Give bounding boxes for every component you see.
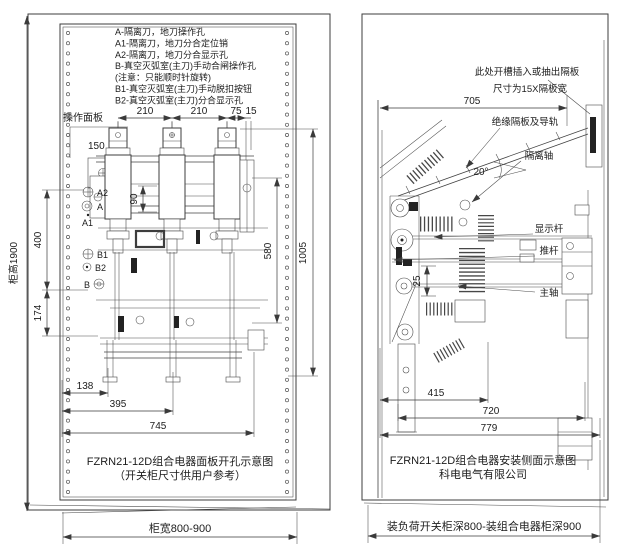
support-legs bbox=[102, 340, 241, 383]
hole-markers: A2 A A1 B1 B2 B bbox=[81, 186, 108, 290]
rod-labels: 显示杆 推杆 主轴 bbox=[393, 223, 564, 299]
note-push-rod: 推杆 bbox=[539, 245, 559, 257]
front-caption-line2: （开关柜尺寸供用户参考） bbox=[114, 468, 246, 482]
dim-210-b: 210 bbox=[191, 106, 208, 117]
cabinet-outline bbox=[27, 13, 331, 514]
note-display-rod: 显示杆 bbox=[535, 223, 564, 235]
legend-line-b2: B2-真空灭弧室(主刀)分合显示孔 bbox=[115, 94, 243, 105]
note-isolation-shaft: 隔离轴 bbox=[525, 150, 554, 162]
left-vertical-dims: 柜高1900 400 174 bbox=[7, 15, 98, 512]
legend-line-a: A-隔离刀，地刀操作孔 bbox=[115, 26, 205, 37]
side-notes-top: 此处开槽插入或抽出隔板 尺寸为15X隔板宽 bbox=[475, 66, 580, 95]
perforation-strip-left bbox=[66, 31, 70, 494]
dim-90: 90 bbox=[129, 193, 140, 205]
dim-705: 705 bbox=[464, 96, 481, 107]
note-slot-line1: 此处开槽插入或抽出隔板 bbox=[475, 66, 580, 78]
note-slot-line2: 尺寸为15X隔板宽 bbox=[493, 83, 567, 95]
legend-line-b: B-真空灭弧室(主刀)手动合闸操作孔 bbox=[115, 60, 256, 71]
note-insulation-board: 绝缘隔板及导轨 bbox=[492, 116, 559, 128]
pole-2 bbox=[158, 122, 186, 254]
side-bottom-dims: 415 720 779 bbox=[379, 342, 601, 438]
perforation-strip-right bbox=[285, 31, 289, 494]
mid-mechanism bbox=[454, 217, 537, 323]
dim-138: 138 bbox=[77, 381, 94, 392]
cabinet-depth-label: 装负荷开关柜深800-装组合电器柜深900 bbox=[387, 519, 581, 533]
partition-slot bbox=[547, 79, 603, 168]
dim-400: 400 bbox=[33, 231, 44, 248]
dim-745: 745 bbox=[150, 421, 167, 432]
front-caption-line1: FZRN21-12D组合电器面板开孔示意图 bbox=[87, 454, 273, 468]
legend-line-a1: A1-隔离刀，地刀分合定位销 bbox=[115, 37, 228, 48]
marker-a1: A1 bbox=[82, 218, 93, 228]
marker-a: A bbox=[97, 202, 103, 212]
cabinet-height-label: 柜高1900 bbox=[7, 241, 20, 284]
pole-3 bbox=[213, 122, 241, 254]
marker-a2: A2 bbox=[97, 188, 108, 198]
marker-b2: B2 bbox=[95, 263, 106, 273]
right-plate bbox=[239, 159, 255, 233]
insulation-board: 绝缘隔板及导轨 bbox=[397, 116, 589, 203]
dim-25-group: 25 bbox=[412, 265, 436, 297]
insulator-poles bbox=[104, 122, 241, 254]
front-view-caption: FZRN21-12D组合电器面板开孔示意图 （开关柜尺寸供用户参考） bbox=[87, 454, 273, 482]
dim-415: 415 bbox=[428, 388, 445, 399]
front-view-drawing: A-隔离刀，地刀操作孔 A1-隔离刀，地刀分合定位销 A2-隔离刀，地刀分合显示… bbox=[7, 13, 331, 544]
angle-mark: 20° bbox=[473, 161, 527, 179]
front-mechanism bbox=[96, 227, 268, 383]
isolation-shaft-note: 隔离轴 bbox=[459, 150, 554, 211]
cabinet-width-dim: 柜宽800-900 bbox=[62, 512, 298, 544]
right-vertical-dims: 580 1005 bbox=[240, 128, 318, 377]
dim-90-group: 90 bbox=[129, 185, 157, 213]
legend-line-note: (注意：只能顺时针旋转) bbox=[115, 72, 211, 83]
side-view-drawing: 此处开槽插入或抽出隔板 尺寸为15X隔板宽 705 绝缘隔板及导轨 bbox=[361, 13, 609, 543]
cabinet-width-label: 柜宽800-900 bbox=[149, 521, 211, 535]
side-view-caption: FZRN21-12D组合电器安装侧面示意图 科电电气有限公司 bbox=[390, 453, 576, 481]
pole-1 bbox=[104, 122, 132, 254]
dim-720: 720 bbox=[483, 406, 500, 417]
dim-angle-20: 20° bbox=[473, 167, 488, 178]
operation-panel-label: 操作面板 bbox=[63, 111, 103, 124]
bottom-dims: 138 395 745 bbox=[61, 352, 255, 437]
dim-150: 150 bbox=[88, 141, 105, 152]
dim-580: 580 bbox=[263, 242, 274, 259]
dim-174: 174 bbox=[33, 304, 44, 321]
side-caption-line2: 科电电气有限公司 bbox=[439, 467, 527, 481]
legend-line-a2: A2-隔离刀，地刀分合显示孔 bbox=[115, 49, 228, 60]
dim-210-a: 210 bbox=[137, 106, 154, 117]
right-column bbox=[557, 190, 593, 470]
note-main-shaft: 主轴 bbox=[539, 287, 558, 299]
top-brace bbox=[379, 119, 447, 179]
legend-block: A-隔离刀，地刀操作孔 A1-隔离刀，地刀分合定位销 A2-隔离刀，地刀分合显示… bbox=[115, 26, 256, 105]
dim-15: 15 bbox=[245, 106, 257, 117]
dim-395: 395 bbox=[110, 399, 127, 410]
dim-25: 25 bbox=[412, 275, 423, 287]
side-caption-line1: FZRN21-12D组合电器安装侧面示意图 bbox=[390, 453, 576, 467]
left-shaft-column bbox=[389, 195, 420, 433]
dim-779: 779 bbox=[481, 423, 498, 434]
marker-b: B bbox=[84, 280, 90, 290]
dim-1005: 1005 bbox=[298, 241, 309, 264]
dim-705-group: 705 bbox=[379, 95, 568, 126]
legend-line-b1: B1-真空灭弧室(主刀)手动脱扣按钮 bbox=[115, 83, 252, 94]
dim-75: 75 bbox=[230, 106, 242, 117]
spring-bellows bbox=[406, 147, 494, 363]
cabinet-depth-dim: 装负荷开关柜深800-装组合电器柜深900 bbox=[367, 440, 601, 543]
marker-b1: B1 bbox=[97, 250, 108, 260]
